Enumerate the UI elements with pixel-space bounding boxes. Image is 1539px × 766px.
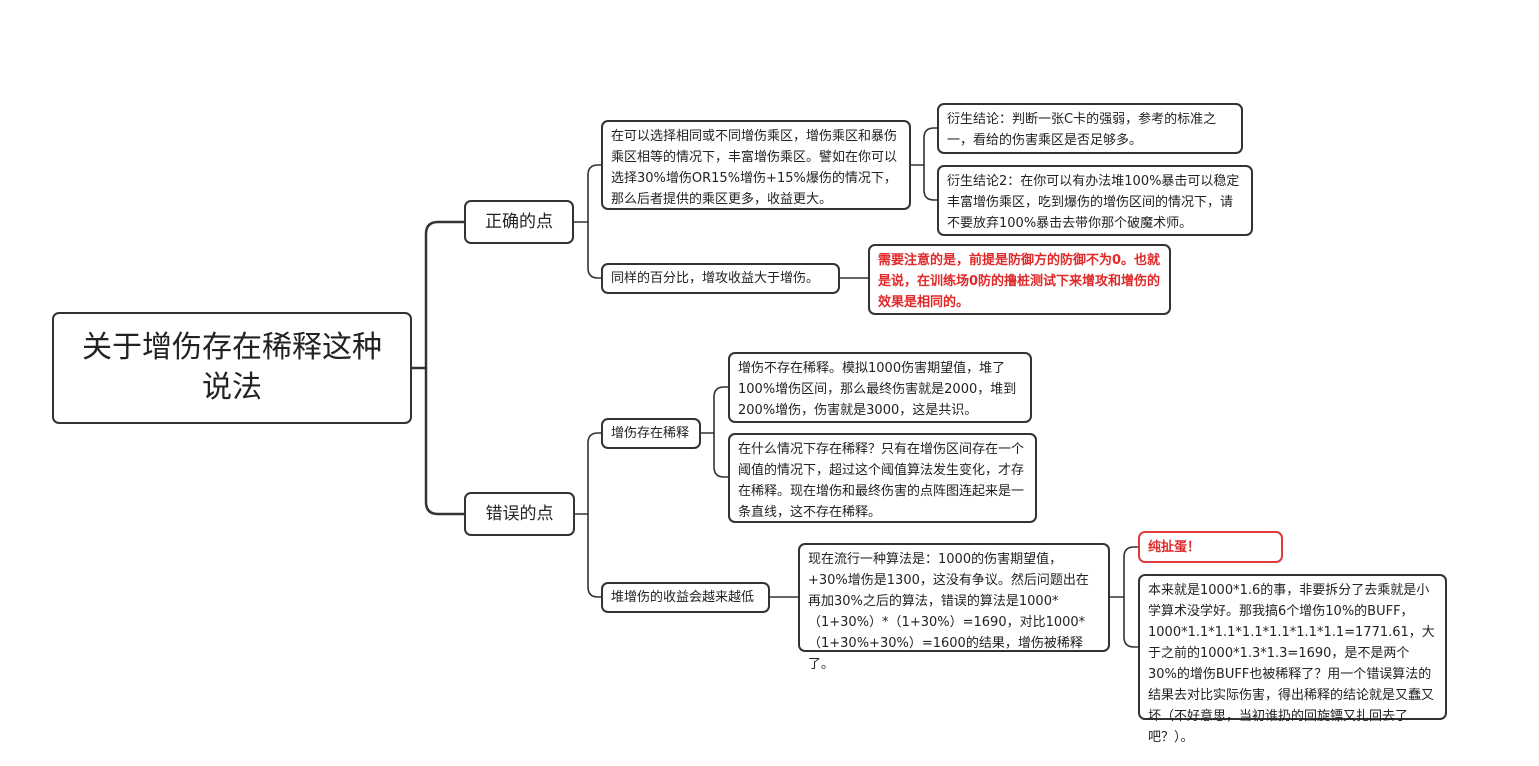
- rebuttal-explanation[interactable]: 本来就是1000*1.6的事，非要拆分了去乘就是小学算术没学好。那我搞6个增伤1…: [1138, 574, 1447, 745]
- branch-correct-points[interactable]: 正确的点: [464, 200, 574, 244]
- branch-wrong-points[interactable]: 错误的点: [464, 492, 575, 536]
- diminish-detail-algorithm[interactable]: 现在流行一种算法是：1000的伤害期望值，+30%增伤是1300，这没有争议。然…: [798, 543, 1110, 672]
- derived-conclusion-1-text: 衍生结论：判断一张C卡的强弱，参考的标准之一，看给的伤害乘区是否足够多。: [947, 112, 1217, 148]
- diminish-detail-algorithm-text: 现在流行一种算法是：1000的伤害期望值，+30%增伤是1300，这没有争议。然…: [808, 552, 1089, 672]
- correct-point-attack-vs-damage[interactable]: 同样的百分比，增攻收益大于增伤。: [601, 263, 840, 294]
- claim-diminishing-returns[interactable]: 堆增伤的收益会越来越低: [601, 582, 770, 613]
- branch-wrong-label: 错误的点: [485, 503, 554, 524]
- rebuttal-explanation-text: 本来就是1000*1.6的事，非要拆分了去乘就是小学算术没学好。那我搞6个增伤1…: [1148, 583, 1435, 745]
- correct-point-multiplier[interactable]: 在可以选择相同或不同增伤乘区，增伤乘区和暴伤乘区相等的情况下，丰富增伤乘区。譬如…: [601, 120, 911, 210]
- verdict-nonsense[interactable]: 纯扯蛋！: [1138, 531, 1283, 563]
- dilution-detail-threshold-text: 在什么情况下存在稀释？只有在增伤区间存在一个阈值的情况下，超过这个阈值算法发生变…: [738, 442, 1025, 520]
- dilution-detail-linear[interactable]: 增伤不存在稀释。模拟1000伤害期望值，堆了100%增伤区间，那么最终伤害就是2…: [728, 352, 1032, 423]
- root-topic-text: 关于增伤存在稀释这种说法: [82, 330, 382, 405]
- claim-diminishing-returns-label: 堆增伤的收益会越来越低: [611, 590, 755, 605]
- dilution-detail-linear-text: 增伤不存在稀释。模拟1000伤害期望值，堆了100%增伤区间，那么最终伤害就是2…: [738, 361, 1017, 418]
- derived-conclusion-2-text: 衍生结论2：在你可以有办法堆100%暴击可以稳定丰富增伤乘区，吃到爆伤的增伤区间…: [947, 174, 1240, 231]
- correct-point-attack-vs-damage-text: 同样的百分比，增攻收益大于增伤。: [611, 271, 820, 286]
- verdict-nonsense-text: 纯扯蛋！: [1148, 539, 1201, 555]
- derived-conclusion-2[interactable]: 衍生结论2：在你可以有办法堆100%暴击可以稳定丰富增伤乘区，吃到爆伤的增伤区间…: [937, 165, 1253, 236]
- defense-note-text: 需要注意的是，前提是防御方的防御不为0。也就是说，在训练场0防的撸桩测试下来增攻…: [878, 253, 1161, 310]
- claim-damage-dilution[interactable]: 增伤存在稀释: [601, 418, 701, 449]
- root-topic[interactable]: 关于增伤存在稀释这种说法: [52, 312, 412, 424]
- dilution-detail-threshold[interactable]: 在什么情况下存在稀释？只有在增伤区间存在一个阈值的情况下，超过这个阈值算法发生变…: [728, 433, 1037, 523]
- correct-point-multiplier-text: 在可以选择相同或不同增伤乘区，增伤乘区和暴伤乘区相等的情况下，丰富增伤乘区。譬如…: [611, 129, 898, 207]
- branch-correct-label: 正确的点: [485, 211, 553, 232]
- derived-conclusion-1[interactable]: 衍生结论：判断一张C卡的强弱，参考的标准之一，看给的伤害乘区是否足够多。: [937, 103, 1243, 154]
- claim-damage-dilution-label: 增伤存在稀释: [611, 426, 690, 441]
- defense-note[interactable]: 需要注意的是，前提是防御方的防御不为0。也就是说，在训练场0防的撸桩测试下来增攻…: [868, 244, 1171, 315]
